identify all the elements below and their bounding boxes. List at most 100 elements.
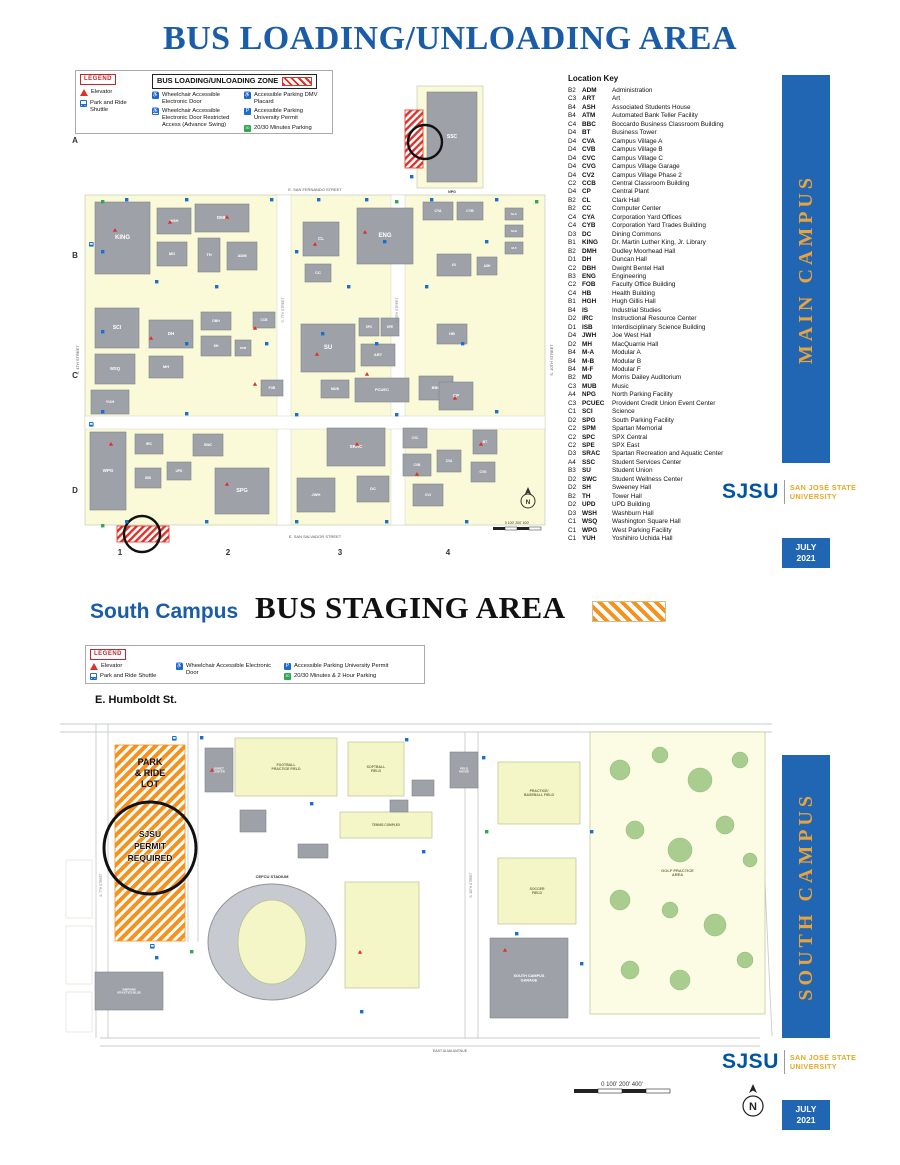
building <box>358 317 380 337</box>
location-code: DBH <box>582 264 596 272</box>
south-north-arrow: N <box>738 1082 768 1127</box>
location-grid-ref: C2 <box>568 425 577 433</box>
tree <box>661 901 679 919</box>
location-name: MacQuarrie Hall <box>612 340 659 348</box>
elevator-icon <box>90 662 98 670</box>
location-name: Central Plant <box>612 188 649 196</box>
main-campus-banner: MAIN CAMPUS <box>782 75 830 463</box>
location-code: M-A <box>582 349 595 357</box>
location-grid-ref: C1 <box>568 408 577 416</box>
location-grid-ref: B4 <box>568 112 576 120</box>
date-badge: JULY 2021 <box>782 1100 830 1130</box>
north-arrow: N <box>742 1084 764 1117</box>
building <box>194 203 250 233</box>
location-code: MD <box>582 374 592 382</box>
building <box>156 241 188 267</box>
building <box>192 433 224 457</box>
location-key-row: C4 HB Health Building <box>568 290 774 298</box>
legend-label: Accessible Parking University Permit <box>294 662 389 669</box>
scale-segment <box>504 526 518 531</box>
shuttle-icon-window <box>89 243 93 245</box>
location-name: Yoshihiro Uchida Hall <box>612 535 673 543</box>
timed-parking-icon: 30 <box>244 124 251 132</box>
building <box>412 483 444 507</box>
building <box>214 467 270 515</box>
zone-highlight-circle <box>406 123 444 161</box>
location-code: ISB <box>582 323 593 331</box>
building <box>504 207 524 221</box>
legend-label: Park and Ride Shuttle <box>90 99 127 113</box>
timed-parking-icon <box>485 830 489 834</box>
tree <box>742 852 758 868</box>
legend-label: 20/30 Minutes Parking <box>254 124 312 131</box>
building <box>354 377 410 403</box>
location-name: Duncan Hall <box>612 256 647 264</box>
accessible-parking-icon <box>101 410 105 414</box>
location-key-row: B1 KING Dr. Martin Luther King, Jr. Libr… <box>568 239 774 247</box>
legend-label: Park and Ride Shuttle <box>100 672 157 679</box>
accessible-parking-icon <box>482 756 486 760</box>
location-code: M-B <box>582 357 595 365</box>
building-label: TH <box>206 252 211 257</box>
timed-parking-icon <box>190 950 194 954</box>
location-code: SPG <box>582 416 596 424</box>
location-code: BT <box>582 129 591 137</box>
building <box>436 253 472 277</box>
accessible-parking-icon <box>410 175 414 179</box>
location-grid-ref: D4 <box>568 154 577 162</box>
building <box>296 477 336 513</box>
location-key-row: D4 JWH Joe West Hall <box>568 332 774 340</box>
location-name: Sweeney Hall <box>612 484 652 492</box>
accessible-parking-icon <box>360 1010 364 1014</box>
location-grid-ref: C4 <box>568 213 577 221</box>
location-code: MH <box>582 340 592 348</box>
location-name: Student Union <box>612 467 653 475</box>
street <box>65 925 93 985</box>
location-code: WSQ <box>582 518 598 526</box>
location-code: IS <box>582 306 589 314</box>
location-key-row: C2 SPE SPX East <box>568 442 774 450</box>
accessible-parking-icon <box>270 198 274 202</box>
north-arrow-pointer <box>524 487 532 495</box>
building-label: HGH <box>170 218 179 223</box>
grid-row-label: C <box>72 371 78 380</box>
location-name: Engineering <box>612 272 647 280</box>
building-label: IS <box>452 262 456 267</box>
building-label: NPG <box>448 190 456 194</box>
location-code: DMH <box>582 247 597 255</box>
building <box>94 353 136 385</box>
location-key-row: B4 M-B Modular B <box>568 358 774 366</box>
building-label: CVC <box>412 436 419 440</box>
location-code: CYA <box>582 213 595 221</box>
building-label: M-F <box>511 246 516 250</box>
location-name: Campus Village A <box>612 137 663 145</box>
building <box>300 323 356 373</box>
location-grid-ref: B2 <box>568 492 576 500</box>
scale-segment <box>597 1088 623 1094</box>
location-code: DC <box>582 230 592 238</box>
location-key-row: D2 SWC Student Wellness Center <box>568 476 774 484</box>
location-grid-ref: D1 <box>568 256 577 264</box>
location-name: North Parking Facility <box>612 391 673 399</box>
scale-segment <box>574 1089 598 1093</box>
bus-zone <box>114 744 186 942</box>
legend-item-wheelchair-door: ♿ Wheelchair Accessible Electronic Door <box>152 92 236 105</box>
location-name: Morris Dailey Auditorium <box>612 374 682 382</box>
location-grid-ref: B2 <box>568 374 576 382</box>
location-code: JWH <box>582 332 597 340</box>
location-key: Location Key B2 ADM Administration C3 AR… <box>568 74 774 543</box>
location-code: CP <box>582 188 591 196</box>
building-label: CC <box>315 270 321 275</box>
legend-label: Wheelchair Accessible Electronic Door <box>162 92 220 105</box>
north-arrow-pointer <box>749 1084 757 1093</box>
south-campus-subtitle: South Campus <box>90 600 239 623</box>
elevator-icon <box>414 472 420 476</box>
location-key-row: D2 IRC Instructional Resource Center <box>568 315 774 323</box>
legend-item-minutes-parking: 30 20/30 Minutes & 2 Hour Parking <box>284 672 414 680</box>
location-name: Automated Bank Teller Facility <box>612 112 698 120</box>
location-grid-ref: D3 <box>568 509 577 517</box>
building <box>438 381 474 411</box>
elevator-icon <box>108 442 114 446</box>
